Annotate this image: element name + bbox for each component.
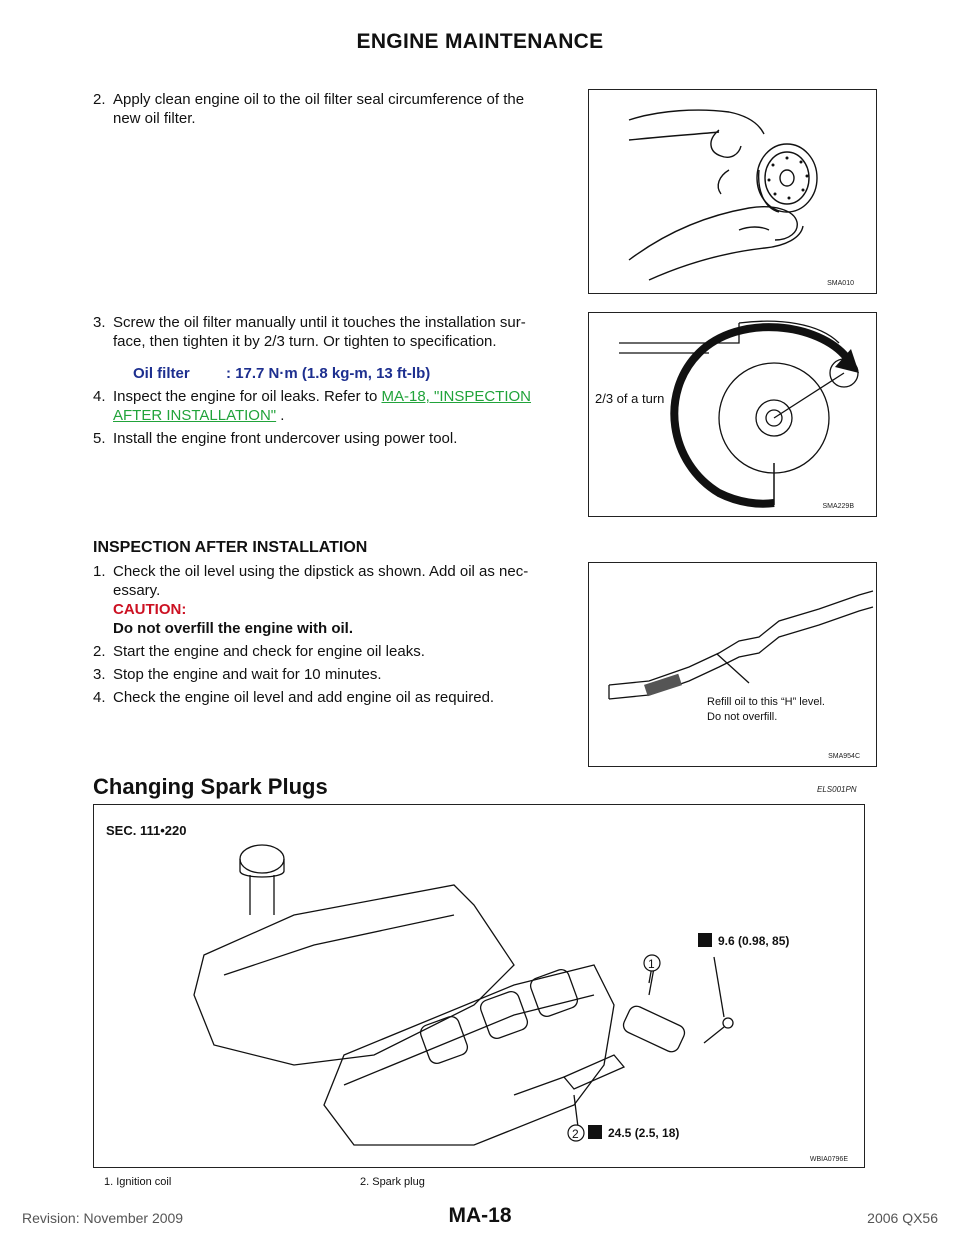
step-3: 3. Screw the oil filter manually until it… (93, 313, 583, 351)
section-code: ELS001PN (817, 785, 857, 794)
step-number: 3. (93, 666, 106, 683)
step-4: 4. Inspect the engine for oil leaks. Refe… (93, 387, 588, 425)
callout-1: 1 (648, 957, 655, 971)
footer-model: 2006 QX56 (867, 1210, 938, 1226)
step-number: 5. (93, 430, 106, 447)
section-reference: SEC. 111•220 (106, 823, 186, 838)
step-number: 4. (93, 689, 106, 706)
step-text: Inspect the engine for oil leaks. Refer … (113, 388, 382, 405)
inspection-link-cont[interactable]: AFTER INSTALLATION" (113, 407, 277, 424)
step-number: 2. (93, 91, 106, 108)
turn-label: 2/3 of a turn (595, 391, 664, 406)
inspection-step-3: 3. Stop the engine and wait for 10 minute… (93, 665, 583, 684)
step-number: 3. (93, 314, 106, 331)
footer-revision: Revision: November 2009 (22, 1210, 184, 1226)
figure-two-thirds-turn: 2/3 of a turn SMA229B (588, 312, 877, 517)
spark-plugs-heading: Changing Spark Plugs (93, 774, 328, 799)
hands-filter-illustration (628, 109, 818, 281)
oil-filter-spec: Oil filter : 17.7 N·m (1.8 kg-m, 13 ft-l… (133, 365, 430, 382)
step-text: Screw the oil filter manually until it t… (113, 314, 526, 331)
dipstick-label-1: Refill oil to this “H” level. (707, 696, 825, 708)
step-text-cont: face, then tighten it by 2/3 turn. Or ti… (113, 333, 497, 350)
step-2: 2. Apply clean engine oil to the oil filt… (93, 90, 583, 128)
torque-icon (588, 1125, 602, 1139)
figure-code: SMA010 (827, 280, 854, 287)
step-text: Apply clean engine oil to the oil filter… (113, 91, 525, 108)
page-header-title: ENGINE MAINTENANCE (356, 30, 604, 53)
filter-turn-illustration: 2/3 of a turn (595, 320, 859, 508)
legend-ignition-coil: 1. Ignition coil (104, 1176, 172, 1188)
step-number: 1. (93, 563, 106, 580)
figure-dipstick: Refill oil to this “H” level. Do not ove… (588, 562, 877, 767)
spec-label: Oil filter (133, 365, 190, 382)
figure-spark-plugs: SEC. 111•220 (93, 804, 865, 1168)
step-text: Check the engine oil level and add engin… (113, 689, 495, 706)
figure-code: SMA954C (828, 753, 860, 760)
page-number: MA-18 (448, 1204, 512, 1227)
figure-code: WBIA0796E (809, 1156, 848, 1163)
torque-value-2: 24.5 (2.5, 18) (608, 1126, 679, 1140)
step-text: Start the engine and check for engine oi… (113, 643, 425, 660)
step-text-cont: essary. (113, 582, 161, 599)
caution-heading: CAUTION: (113, 601, 187, 618)
inspection-step-2: 2. Start the engine and check for engine … (93, 642, 583, 661)
legend-spark-plug: 2. Spark plug (360, 1176, 425, 1188)
dipstick-illustration: Refill oil to this “H” level. Do not ove… (608, 590, 874, 723)
figure-code: SMA229B (822, 503, 854, 510)
valve-cover-illustration: SEC. 111•220 (106, 823, 789, 1146)
torque-value-1: 9.6 (0.98, 85) (718, 934, 789, 948)
step-number: 4. (93, 388, 106, 405)
callout-2: 2 (572, 1127, 579, 1141)
inspection-link[interactable]: MA-18, "INSPECTION (381, 388, 532, 405)
caution-text: Do not overfill the engine with oil. (113, 620, 353, 637)
step-text-cont: new oil filter. (113, 110, 196, 127)
dipstick-label-2: Do not overfill. (707, 711, 777, 723)
step-text-after: . (276, 407, 285, 424)
step-5: 5. Install the engine front undercover us… (93, 429, 583, 448)
spec-value: : 17.7 N·m (1.8 kg-m, 13 ft-lb) (226, 365, 431, 382)
step-text: Stop the engine and wait for 10 minutes. (113, 666, 382, 683)
torque-icon (698, 933, 712, 947)
inspection-step-4: 4. Check the engine oil level and add eng… (93, 688, 583, 707)
figure-oil-filter-apply: SMA010 (588, 89, 877, 294)
step-number: 2. (93, 643, 106, 660)
inspection-step-1: 1. Check the oil level using the dipstick… (93, 562, 583, 600)
inspection-heading: INSPECTION AFTER INSTALLATION (93, 539, 368, 556)
step-text: Install the engine front undercover usin… (113, 430, 458, 447)
step-text: Check the oil level using the dipstick a… (113, 563, 529, 580)
